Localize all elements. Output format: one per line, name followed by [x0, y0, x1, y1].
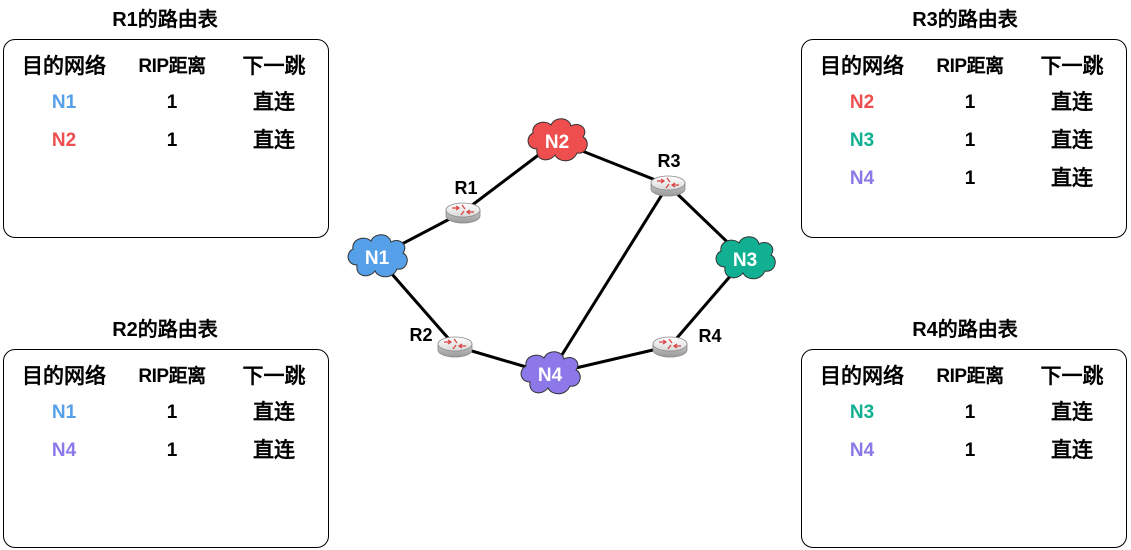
table-row: N1 1 直连 [4, 398, 328, 428]
row-distance: 1 [964, 440, 976, 461]
table-title-r3: R3的路由表 [912, 9, 1018, 31]
header-dest-network: 目的网络 [820, 365, 904, 388]
row-network: N2 [849, 92, 875, 113]
header-next-hop: 下一跳 [242, 55, 306, 78]
network-n2-cloud: N2 [527, 118, 588, 162]
row-next-hop: 直连 [253, 129, 295, 152]
header-next-hop: 下一跳 [242, 365, 306, 388]
table-row: N4 1 直连 [802, 164, 1126, 194]
row-network: N4 [849, 168, 875, 189]
router-r4-icon [652, 336, 688, 358]
row-distance: 1 [166, 92, 178, 113]
table-box-r2: 目的网络 RIP距离 下一跳 N1 1 直连 N4 1 直连 [3, 349, 329, 548]
table-title-r2: R2的路由表 [112, 319, 218, 341]
router-r2-icon [437, 336, 473, 358]
table-header: 目的网络 RIP距离 下一跳 [802, 362, 1126, 392]
row-distance: 1 [964, 130, 976, 151]
router-label-r2: R2 [409, 325, 432, 345]
row-network: N1 [51, 402, 77, 423]
row-next-hop: 直连 [1051, 439, 1093, 462]
network-label-n3: N3 [733, 250, 757, 271]
table-title-r1: R1的路由表 [112, 9, 218, 31]
table-row: N1 1 直连 [4, 88, 328, 118]
table-row: N2 1 直连 [802, 88, 1126, 118]
row-distance: 1 [964, 168, 976, 189]
row-network: N4 [51, 440, 77, 461]
row-network: N2 [51, 130, 77, 151]
row-next-hop: 直连 [253, 439, 295, 462]
header-rip-distance: RIP距离 [936, 366, 1004, 387]
row-next-hop: 直连 [253, 401, 295, 424]
header-rip-distance: RIP距离 [138, 366, 206, 387]
header-rip-distance: RIP距离 [138, 56, 206, 77]
table-header: 目的网络 RIP距离 下一跳 [4, 362, 328, 392]
row-distance: 1 [166, 440, 178, 461]
table-row: N4 1 直连 [802, 436, 1126, 466]
row-distance: 1 [964, 402, 976, 423]
row-distance: 1 [166, 130, 178, 151]
table-row: N2 1 直连 [4, 126, 328, 156]
header-next-hop: 下一跳 [1040, 55, 1104, 78]
table-row: N3 1 直连 [802, 398, 1126, 428]
router-r1-icon [445, 202, 481, 224]
row-next-hop: 直连 [1051, 401, 1093, 424]
table-header: 目的网络 RIP距离 下一跳 [802, 52, 1126, 82]
router-label-r1: R1 [454, 178, 477, 198]
link-r3-n4 [548, 184, 670, 375]
router-label-r3: R3 [657, 151, 680, 171]
routers: R1 R2 R3 R4 [409, 151, 722, 358]
table-box-r3: 目的网络 RIP距离 下一跳 N2 1 直连 N3 1 直连 N4 1 直连 [801, 39, 1127, 238]
header-dest-network: 目的网络 [22, 55, 106, 78]
row-network: N1 [51, 92, 77, 113]
header-dest-network: 目的网络 [22, 365, 106, 388]
network-n1-cloud: N1 [347, 234, 408, 278]
table-row: N4 1 直连 [4, 436, 328, 466]
table-row: N3 1 直连 [802, 126, 1126, 156]
row-next-hop: 直连 [1051, 167, 1093, 190]
row-distance: 1 [166, 402, 178, 423]
row-distance: 1 [964, 92, 976, 113]
network-label-n1: N1 [365, 248, 390, 269]
table-title-r4: R4的路由表 [912, 319, 1018, 341]
row-network: N3 [849, 402, 875, 423]
row-network: N3 [849, 130, 875, 151]
network-label-n2: N2 [545, 132, 569, 153]
network-label-n4: N4 [538, 365, 563, 386]
row-next-hop: 直连 [253, 91, 295, 114]
table-box-r1: 目的网络 RIP距离 下一跳 N1 1 直连 N2 1 直连 [3, 39, 329, 238]
networks: N1 N2 N3 N4 [347, 118, 776, 395]
header-next-hop: 下一跳 [1040, 365, 1104, 388]
network-n3-cloud: N3 [715, 236, 776, 280]
router-r3-icon [650, 175, 686, 197]
row-network: N4 [849, 440, 875, 461]
table-header: 目的网络 RIP距离 下一跳 [4, 52, 328, 82]
table-box-r4: 目的网络 RIP距离 下一跳 N3 1 直连 N4 1 直连 [801, 349, 1127, 548]
router-label-r4: R4 [698, 326, 721, 346]
header-rip-distance: RIP距离 [936, 56, 1004, 77]
network-n4-cloud: N4 [520, 351, 581, 395]
row-next-hop: 直连 [1051, 129, 1093, 152]
header-dest-network: 目的网络 [820, 55, 904, 78]
row-next-hop: 直连 [1051, 91, 1093, 114]
